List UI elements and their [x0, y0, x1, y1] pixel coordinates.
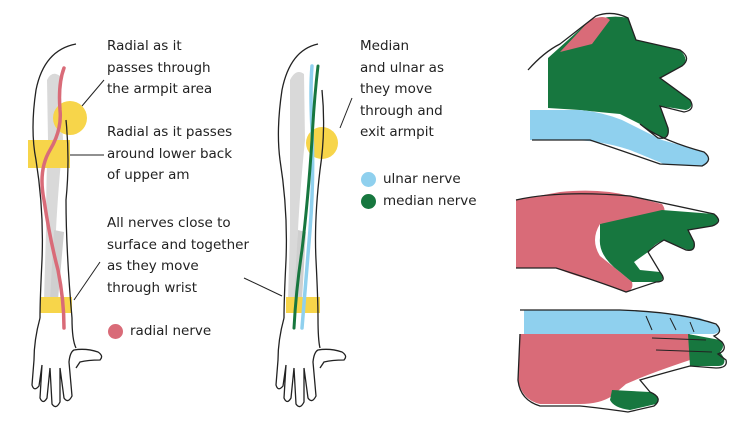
hand2-radial-area	[516, 190, 665, 292]
ulnar-color-dot	[361, 171, 376, 187]
label-median-ulnar-armpit: Median and ulnar as they move through an…	[360, 38, 444, 140]
hand3-median-fingers	[688, 334, 725, 366]
hand1-outline	[527, 12, 710, 167]
legend-median: median nerve	[361, 193, 477, 209]
hand3-outline	[517, 309, 727, 413]
radial-color-dot	[108, 323, 123, 339]
left-arm-outline	[32, 43, 77, 319]
hand-median-view	[527, 12, 710, 167]
legend-median-label: median nerve	[383, 193, 477, 209]
middle-arm	[275, 43, 347, 408]
left-wrist-band	[40, 297, 72, 313]
left-arm	[28, 43, 103, 408]
middle-arm-outline	[277, 43, 325, 319]
hand1-median-area	[548, 16, 692, 139]
hand-dorsal-view	[517, 309, 727, 413]
legend-radial: radial nerve	[108, 323, 211, 339]
label-radial-armpit: Radial as it passes through the armpit a…	[107, 38, 213, 97]
middle-median-nerve	[292, 64, 320, 330]
hand1-radial-area	[560, 17, 610, 52]
legend-ulnar: ulnar nerve	[361, 171, 461, 187]
middle-hand-outline	[275, 317, 347, 408]
left-radial-nerve	[40, 66, 66, 330]
hand3-radial-area	[518, 334, 690, 404]
legend-ulnar-label: ulnar nerve	[383, 171, 461, 187]
label-radial-lower-back: Radial as it passes around lower back of…	[107, 124, 233, 183]
hand1-ulnar-area	[530, 110, 708, 166]
hand-radial-view	[515, 190, 720, 293]
median-color-dot	[361, 193, 376, 209]
middle-ulnar-nerve	[300, 64, 315, 330]
middle-arm-bones	[288, 72, 305, 300]
hand2-median-area	[599, 210, 718, 282]
hand2-outline	[515, 193, 720, 293]
legend-radial-label: radial nerve	[130, 323, 212, 339]
hand3-median-thumb	[610, 390, 658, 410]
hand3-ulnar-area	[524, 310, 720, 334]
pointer-lines	[70, 79, 353, 301]
left-hand-outline	[31, 317, 103, 408]
label-all-nerves-wrist: All nerves close to surface and together…	[107, 215, 250, 296]
